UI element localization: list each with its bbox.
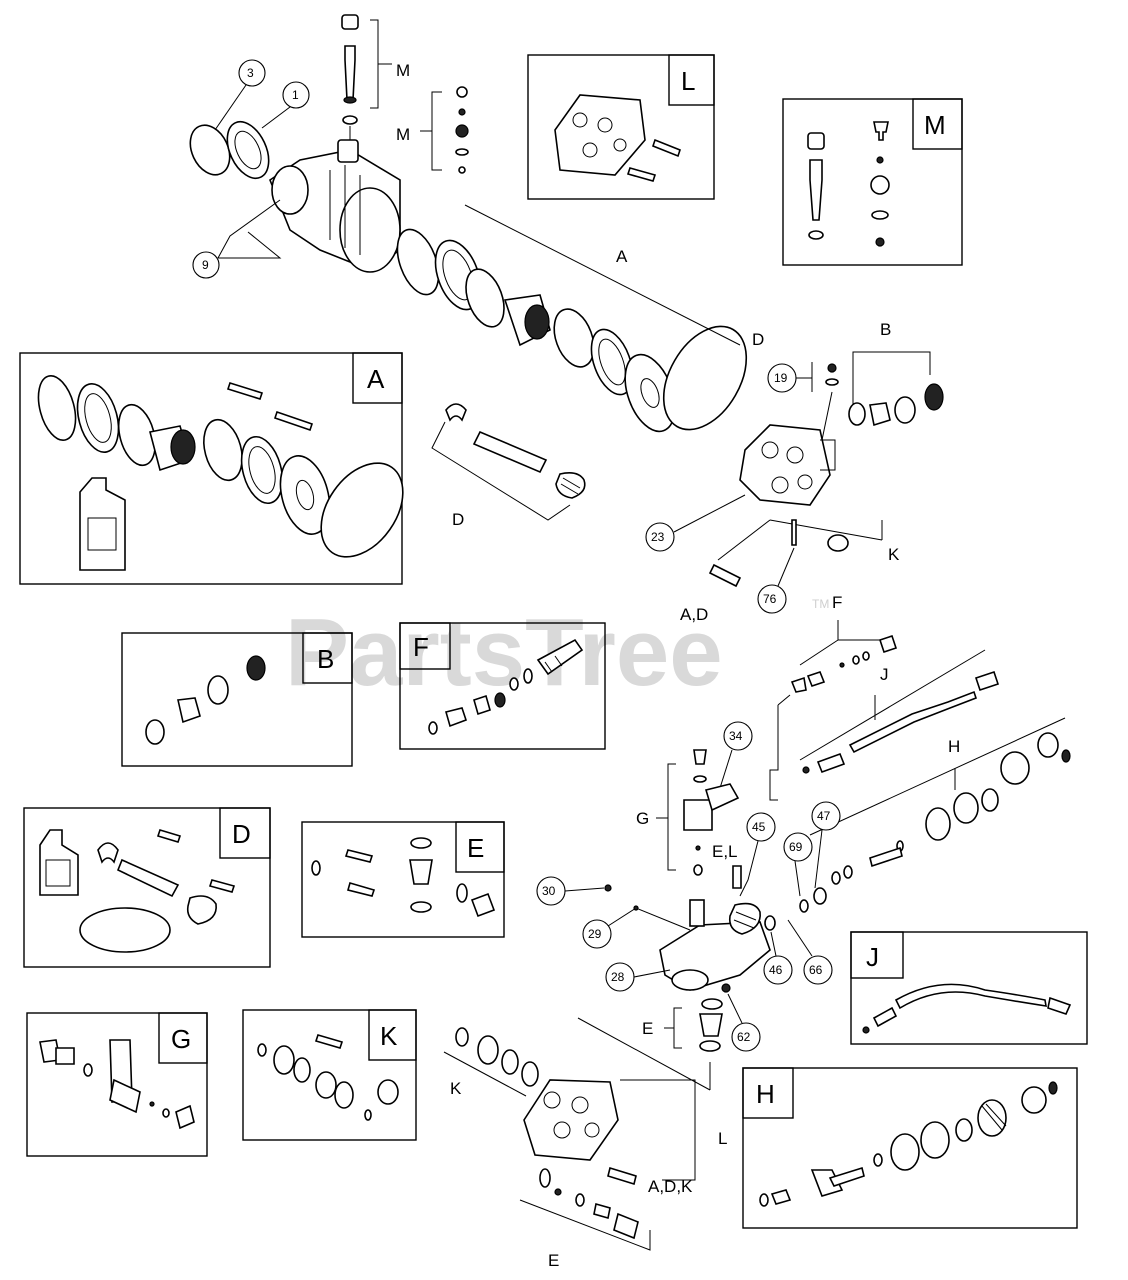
kit-box-m: M — [782, 98, 963, 266]
kit-box-h: H — [742, 1067, 1078, 1229]
label-e-mid: E — [642, 1019, 653, 1038]
callout-62 — [731, 1022, 761, 1052]
watermark-tm: TM — [812, 597, 829, 611]
label-d-left: D — [452, 510, 464, 529]
kit-l-letter: L — [681, 66, 695, 96]
callout-19-text: 19 — [774, 371, 788, 385]
label-b-main: B — [880, 320, 891, 339]
callout-30-text: 30 — [542, 884, 556, 898]
watermark: PartsTree — [285, 599, 723, 706]
kit-m-letter: M — [924, 110, 946, 140]
kit-f-letter: F — [413, 632, 429, 662]
callout-9 — [192, 251, 220, 279]
label-d-main: D — [752, 330, 764, 349]
callout-9-text: 9 — [202, 258, 209, 272]
kit-j-letter: J — [866, 942, 879, 972]
callout-34 — [723, 721, 753, 751]
callout-69 — [783, 832, 813, 862]
kit-box-l: L — [527, 54, 715, 200]
kit-h-letter: H — [756, 1079, 775, 1109]
kit-box-b: B — [121, 632, 353, 767]
label-h-main: H — [948, 737, 960, 756]
callout-45-text: 45 — [752, 820, 766, 834]
label-e-bottom: E — [548, 1251, 559, 1270]
kit-a-letter: A — [367, 364, 385, 394]
callout-66 — [803, 955, 833, 985]
callout-3 — [238, 59, 266, 87]
kit-box-g: G — [26, 1012, 208, 1157]
label-k-lower: K — [450, 1079, 462, 1098]
label-a-main: A — [616, 247, 628, 266]
callout-3-text: 3 — [247, 66, 254, 80]
label-el: E,L — [712, 842, 738, 861]
label-m-mid: M — [396, 125, 410, 144]
callout-69-text: 69 — [789, 840, 803, 854]
pump-housing-group: M M 3 1 9 — [189, 14, 764, 529]
callout-46 — [763, 955, 793, 985]
callout-34-text: 34 — [729, 729, 743, 743]
label-ad: A,D — [680, 605, 708, 624]
kit-box-e: E — [301, 821, 505, 938]
callout-23-text: 23 — [651, 530, 665, 544]
callout-29 — [582, 919, 612, 949]
label-m-top: M — [396, 61, 410, 80]
label-k-main: K — [888, 545, 900, 564]
callout-46-text: 46 — [769, 963, 783, 977]
callout-66-text: 66 — [809, 963, 823, 977]
label-g-main: G — [636, 809, 649, 828]
label-f-main: F — [832, 593, 842, 612]
kit-box-j: J — [850, 931, 1088, 1045]
callout-45 — [746, 812, 776, 842]
kit-d-letter: D — [232, 819, 251, 849]
kit-box-f: F — [399, 622, 606, 750]
kit-b-letter: B — [317, 644, 334, 674]
kit-box-a: A — [19, 352, 404, 585]
kit-k-letter: K — [380, 1021, 398, 1051]
callout-1 — [282, 81, 310, 109]
callout-47 — [811, 801, 841, 831]
callout-47-text: 47 — [817, 809, 831, 823]
kit-g-letter: G — [171, 1024, 191, 1054]
lower-head-group: K L A,D,K E — [443, 1017, 727, 1270]
label-l-lower: L — [718, 1129, 727, 1148]
kit-box-k: K — [242, 1009, 417, 1141]
callout-29-text: 29 — [588, 927, 602, 941]
callout-76 — [757, 584, 787, 614]
callout-28-text: 28 — [611, 970, 625, 984]
kit-e-letter: E — [467, 833, 484, 863]
label-j-main: J — [880, 665, 889, 684]
pump-head-group: B 19 23 K 76 A,D — [645, 320, 944, 624]
kit-box-d: D — [23, 807, 271, 968]
callout-1-text: 1 — [292, 88, 299, 102]
unloader-group: F J H 34 G — [536, 593, 1071, 1052]
callout-23 — [645, 522, 675, 552]
callout-62-text: 62 — [737, 1030, 751, 1044]
label-adk: A,D,K — [648, 1177, 693, 1196]
callout-76-text: 76 — [763, 592, 777, 606]
